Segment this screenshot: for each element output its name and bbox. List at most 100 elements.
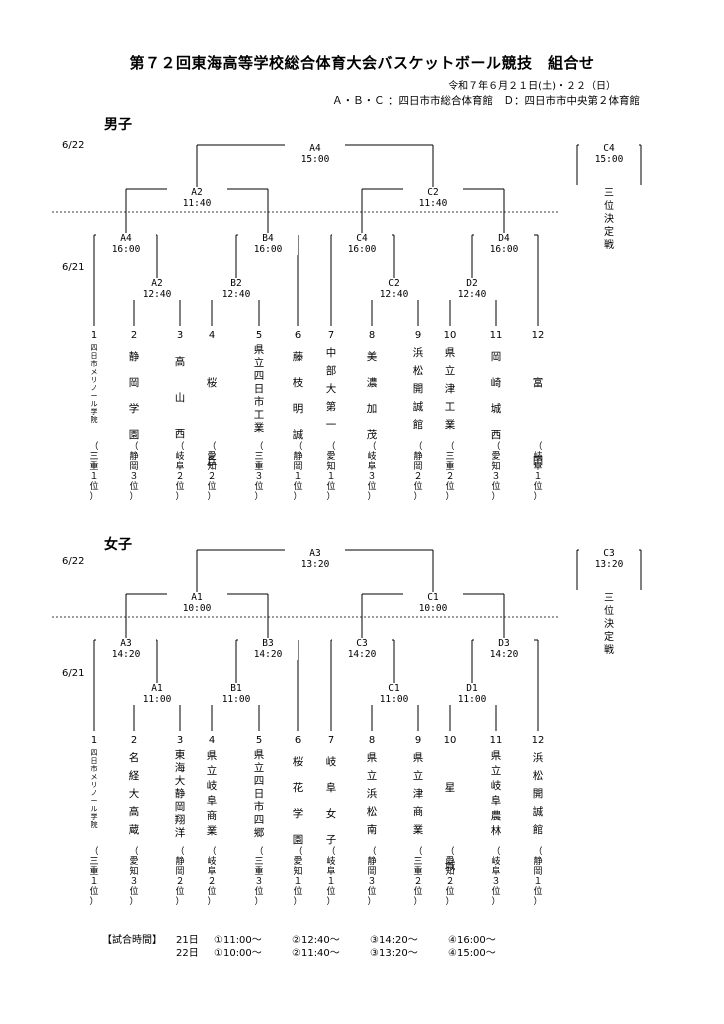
- men-team-pref-char: 岐: [367, 452, 377, 462]
- men-game-time: 16:00: [111, 244, 141, 255]
- men-third-place-char: 決: [604, 214, 614, 225]
- women-game-time: 11:00: [457, 694, 487, 705]
- women-team-name-char: 県: [253, 749, 265, 761]
- men-team-pref-char: ２: [207, 472, 217, 482]
- footer-time22-1: ①10:00～: [214, 948, 262, 959]
- men-team-name: 桜丘: [203, 344, 221, 500]
- men-team-pref-char: ）: [445, 492, 455, 502]
- date-line: 令和７年６月２１日(土)・２２（日）: [448, 81, 616, 92]
- women-team-name-char: 立: [412, 770, 424, 782]
- women-team-pref-char: 重: [413, 867, 423, 877]
- women-team-pref-char: 静: [367, 857, 377, 867]
- men-team-pref-char: ）: [293, 492, 303, 502]
- men-day-621: 6/21: [62, 262, 85, 273]
- women-third-place-label: 三位決定戦: [601, 592, 617, 657]
- women-team-pref-char: 位: [445, 887, 455, 897]
- women-team-name-char: 阜: [325, 782, 337, 794]
- men-team-name-char: 城: [490, 403, 502, 415]
- men-game-code: C4: [356, 233, 368, 244]
- women-team-pref-char: ３: [367, 877, 377, 887]
- men-game-time: 15:00: [594, 154, 624, 165]
- women-day-622: 6/22: [62, 556, 85, 567]
- women-team-pref-char: 阜: [207, 867, 217, 877]
- men-third-place-char: 三: [604, 188, 614, 199]
- women-team-pref-char: １: [293, 877, 303, 887]
- men-team-number: 8: [368, 330, 376, 341]
- men-team-name-char: 部: [325, 365, 337, 377]
- footer-time22-4: ④15:00～: [448, 948, 496, 959]
- women-team-pref-char: （: [491, 847, 501, 857]
- women-team-name-char: 県: [412, 752, 424, 764]
- women-team-name-char: 四: [253, 775, 265, 787]
- women-team-pref-char: ）: [207, 897, 217, 907]
- men-team-pref-char: ）: [207, 492, 217, 502]
- men-team-pref-char: （: [326, 442, 336, 452]
- women-team-pref-char: （: [129, 847, 139, 857]
- women-game-code: B1: [230, 683, 242, 694]
- women-team-name-char: 城: [444, 860, 456, 872]
- women-team-pref-char: 静: [175, 857, 185, 867]
- women-team-number: 7: [327, 735, 335, 746]
- women-team-pref-char: （: [175, 847, 185, 857]
- men-team-name-char: 業: [253, 422, 265, 434]
- women-team-pref-char: ３: [491, 877, 501, 887]
- women-team-name-char: 業: [412, 824, 424, 836]
- women-team-pref-char: 知: [293, 867, 303, 877]
- men-team-pref-char: 静: [129, 452, 139, 462]
- women-team-name: 県立岐阜農林: [487, 749, 505, 839]
- women-team-name-char: 大: [174, 775, 186, 787]
- women-team-name-char: ー: [90, 797, 98, 805]
- men-team-name: 美濃加茂: [363, 344, 381, 448]
- women-team-pref-char: ２: [445, 877, 455, 887]
- women-game-time: 10:00: [182, 603, 212, 614]
- men-team-pref-char: ）: [89, 492, 99, 502]
- women-team-pref-char: （: [89, 847, 99, 857]
- men-team-number: 9: [414, 330, 422, 341]
- women-game-code: C3: [356, 638, 368, 649]
- men-team-pref-char: 位: [326, 482, 336, 492]
- men-team-pref-char: 静: [293, 452, 303, 462]
- venue-line: Ａ・Ｂ・Ｃ ：四日市市総合体育館 Ｄ：四日市市中央第２体育館: [332, 95, 640, 107]
- men-team-pref-char: 知: [326, 462, 336, 472]
- women-team-pref-char: ）: [533, 897, 543, 907]
- men-team-name-char: 四: [90, 344, 98, 352]
- men-team-number: 5: [255, 330, 263, 341]
- women-team-name-char: 浜: [532, 752, 544, 764]
- men-team-name-char: 松: [412, 365, 424, 377]
- men-team-pref-char: 三: [445, 452, 455, 462]
- men-team-pref-char: 岐: [533, 452, 543, 462]
- men-game-code: D4: [498, 233, 510, 244]
- women-team-name-char: 浜: [366, 788, 378, 800]
- men-team-name-char: 浜: [412, 347, 424, 359]
- women-team-name: 浜松開誠館: [529, 749, 547, 839]
- women-team-pref-char: 重: [254, 867, 264, 877]
- men-team-name-char: 明: [292, 403, 304, 415]
- men-team-name-char: 枝: [292, 377, 304, 389]
- women-team-name-char: 子: [325, 834, 337, 846]
- women-team-name-char: 日: [90, 757, 98, 765]
- men-team-name-char: 濃: [366, 377, 378, 389]
- men-team-pref-char: ）: [367, 492, 377, 502]
- women-team-pref-char: 位: [254, 887, 264, 897]
- men-game-code: A4: [309, 143, 321, 154]
- men-team-pref-char: 三: [89, 452, 99, 462]
- men-team-pref-char: ）: [533, 492, 543, 502]
- women-team-number: 9: [414, 735, 422, 746]
- women-team-name-char: 岡: [174, 801, 186, 813]
- women-team-number: 12: [531, 735, 545, 746]
- women-team-name-char: 四: [90, 749, 98, 757]
